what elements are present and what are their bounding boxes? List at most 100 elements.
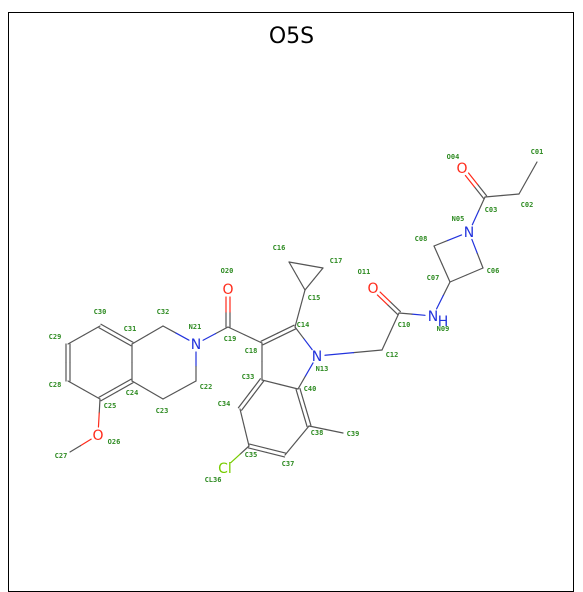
atom-label-c25: C25: [104, 402, 117, 410]
atom-label-o04: O04: [447, 153, 460, 161]
bond-n05-c06: [476, 253, 484, 269]
bond-c33-c34: [237, 392, 251, 409]
atom-label-c30: C30: [94, 308, 107, 316]
atom-label-c28: C28: [49, 381, 62, 389]
ligand-title: O5S: [268, 24, 315, 49]
bond-c14-c15: [294, 307, 301, 328]
atom-symbol-o04: O: [456, 161, 467, 177]
atom-label-c23: C23: [156, 407, 169, 415]
atom-symbol-n21: N: [191, 337, 201, 353]
bond-c16-c17: [288, 261, 307, 266]
bond-c38-c39: [308, 425, 327, 431]
bond-n13-c14: [302, 337, 313, 351]
atom-label-c19: C19: [224, 335, 237, 343]
atom-label-c02: C02: [521, 201, 534, 209]
bond-c01-c02: [518, 177, 529, 195]
bond-c37-c38: [284, 439, 298, 456]
bond-c15-c16: [296, 275, 306, 291]
bond-c07-c08: [441, 263, 451, 283]
bond-c07-c08: [433, 245, 443, 265]
bond-c40-c33: [279, 383, 299, 390]
bond-c15-c16: [288, 261, 298, 277]
atom-label-c12: C12: [386, 351, 399, 359]
atom-label-c18: C18: [245, 347, 258, 355]
bond-c31-c32: [131, 334, 149, 345]
atom-label-c15: C15: [308, 294, 321, 302]
bond-c14-c18: [260, 332, 279, 342]
bond-c30-c31: [116, 332, 134, 343]
bond-c18-c19: [227, 326, 246, 336]
bond-c31-c32: [146, 325, 164, 336]
bond-c10-o11: [389, 301, 401, 313]
bond-c16-c17: [305, 264, 324, 269]
atom-label-c39: C39: [347, 430, 360, 438]
atom-label-c24: C24: [126, 389, 139, 397]
atom-symbol-cl36: Cl: [218, 461, 232, 477]
atom-label-c22: C22: [200, 383, 213, 391]
bond-c34-c35: [239, 408, 246, 429]
atom-label-n05: N05: [452, 215, 465, 223]
bond-c10-o11: [386, 304, 399, 316]
bond-c24-c25: [114, 378, 132, 389]
bond-c10-c12: [381, 330, 392, 351]
atom-label-o11: O11: [358, 268, 371, 276]
bond-c17-c15: [313, 267, 324, 280]
bond-n05-c06: [471, 238, 479, 255]
bond-c02-c03: [484, 194, 503, 198]
bond-c02-c03: [501, 193, 520, 197]
bond-c23-c24: [146, 389, 164, 400]
atom-label-c06: C06: [487, 267, 500, 275]
atom-hydrogen-n09: H: [438, 314, 449, 330]
bond-c08-n05: [447, 234, 463, 242]
atom-symbol-n13: N: [312, 349, 322, 365]
bond-c03-n05: [471, 210, 480, 226]
atom-label-c17: C17: [330, 257, 343, 265]
bond-c12-n13: [352, 349, 383, 354]
bond-c40-c33: [261, 379, 281, 386]
bond-c34-c35: [243, 426, 250, 447]
atom-label-c08: C08: [415, 235, 428, 243]
atom-label-c38: C38: [311, 429, 324, 437]
bond-c40-n13: [304, 362, 314, 377]
bond-c03-o04: [476, 183, 488, 197]
bond-c25-c28: [83, 389, 101, 400]
bond-c06-c07: [449, 274, 468, 283]
bond-c03-o04: [464, 174, 476, 188]
bond-c35-c37: [247, 447, 268, 454]
bond-c37-c38: [296, 425, 310, 442]
bond-c25-c28: [67, 380, 85, 391]
bond-c03-n05: [478, 196, 486, 212]
atom-label-n09: N09: [437, 325, 450, 333]
bond-c25-o26: [97, 412, 100, 428]
atom-label-o20: O20: [221, 267, 234, 275]
atom-label-cl36: CL36: [205, 476, 222, 484]
bond-c06-c07: [465, 267, 484, 276]
atom-label-c40: C40: [304, 385, 317, 393]
bond-c19-n21: [214, 326, 229, 335]
bond-c22-c23: [162, 389, 181, 400]
bond-c07-n09: [435, 294, 444, 310]
bond-c23-c24: [131, 380, 149, 391]
bond-n09-c10: [411, 313, 426, 316]
bond-c29-c30: [83, 325, 101, 336]
bond-c08-n05: [433, 239, 449, 247]
bond-c10-o11: [376, 294, 389, 306]
bond-c33-c34: [251, 380, 265, 397]
bond-c38-c40: [299, 387, 307, 408]
bond-c07-n09: [442, 281, 451, 297]
bond-c30-c31: [114, 336, 132, 347]
bond-c17-c15: [304, 278, 315, 291]
bond-c29-c30: [67, 334, 85, 345]
bond-c25-o26: [98, 398, 101, 414]
atom-label-c01: C01: [531, 148, 544, 156]
bond-c40-n13: [297, 375, 307, 390]
bond-n09-c10: [398, 312, 413, 315]
bond-c38-c40: [304, 406, 312, 427]
bond-c03-o04: [473, 186, 485, 199]
atom-label-c14: C14: [297, 321, 310, 329]
bond-c14-c15: [299, 289, 306, 310]
atom-label-c10: C10: [398, 321, 411, 329]
viewer-frame: [8, 12, 574, 592]
atom-label-c16: C16: [273, 244, 286, 252]
